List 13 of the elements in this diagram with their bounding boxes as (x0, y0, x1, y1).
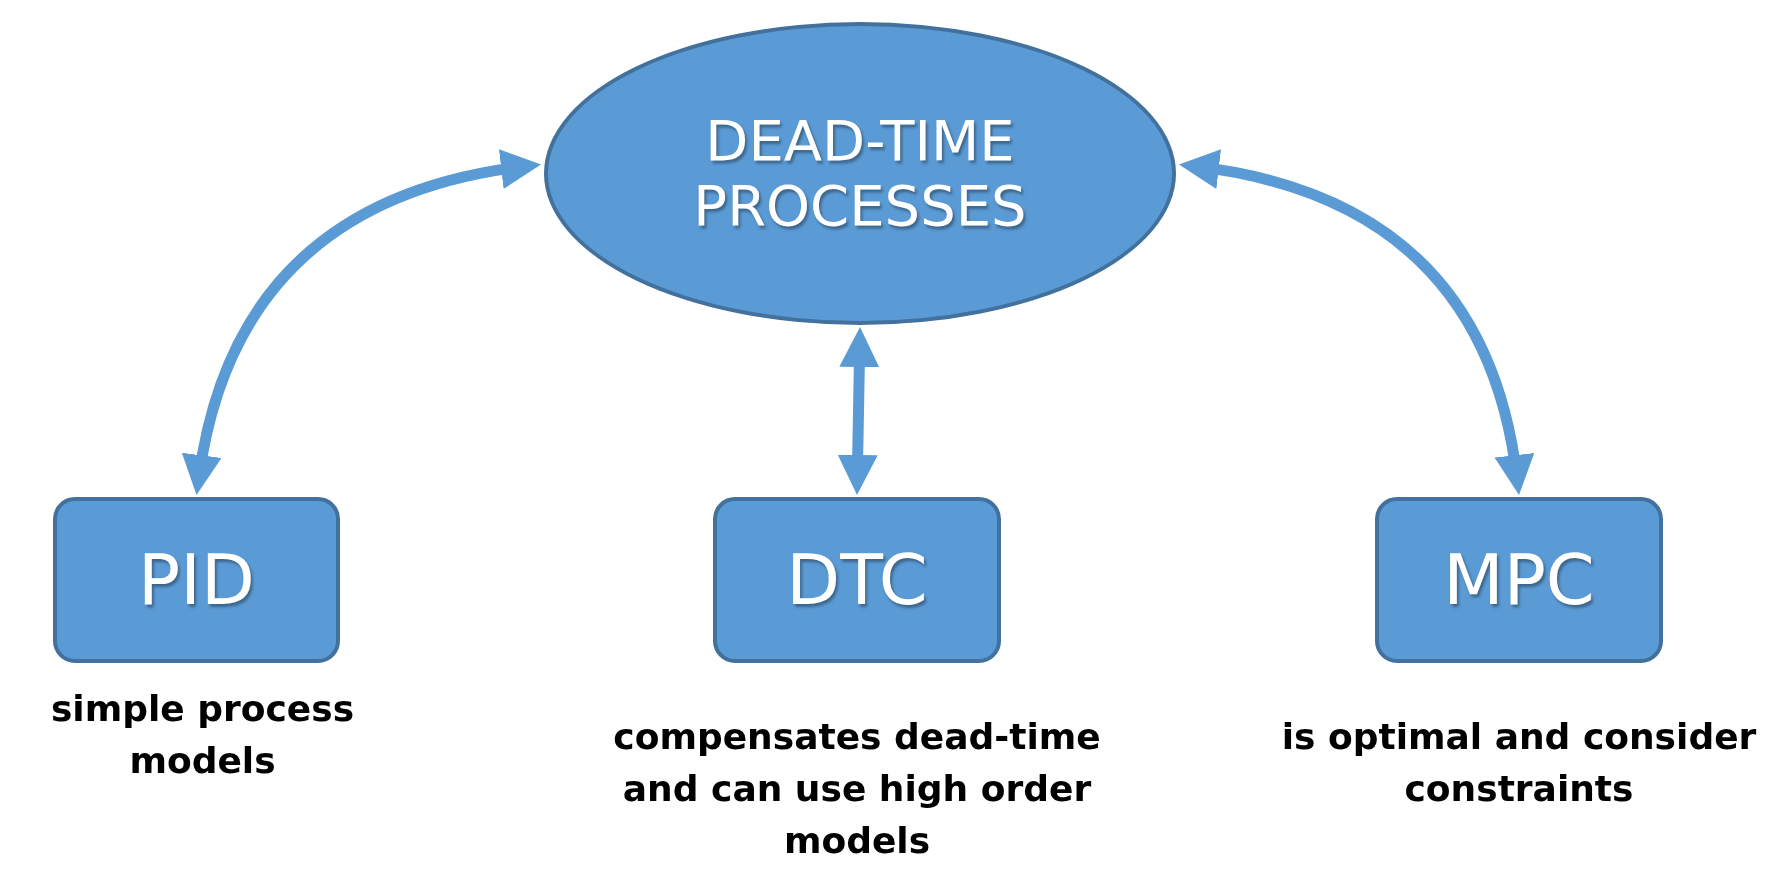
method-box (713, 497, 1001, 663)
node-title: DEAD-TIME PROCESSES (692, 109, 1028, 238)
method-box (53, 497, 340, 663)
description-text: is optimal and consider constraints (1280, 715, 1758, 812)
double-arrow (1179, 150, 1534, 495)
node-title: DTC (786, 539, 928, 621)
double-arrow (183, 150, 541, 495)
method-box (1375, 497, 1663, 663)
double-arrow (837, 327, 880, 495)
description-text: simple process models (49, 687, 356, 784)
description-text: compensates dead-time and can use high order models (612, 715, 1102, 864)
node-title: PID (138, 539, 255, 621)
node-title: MPC (1443, 539, 1595, 621)
